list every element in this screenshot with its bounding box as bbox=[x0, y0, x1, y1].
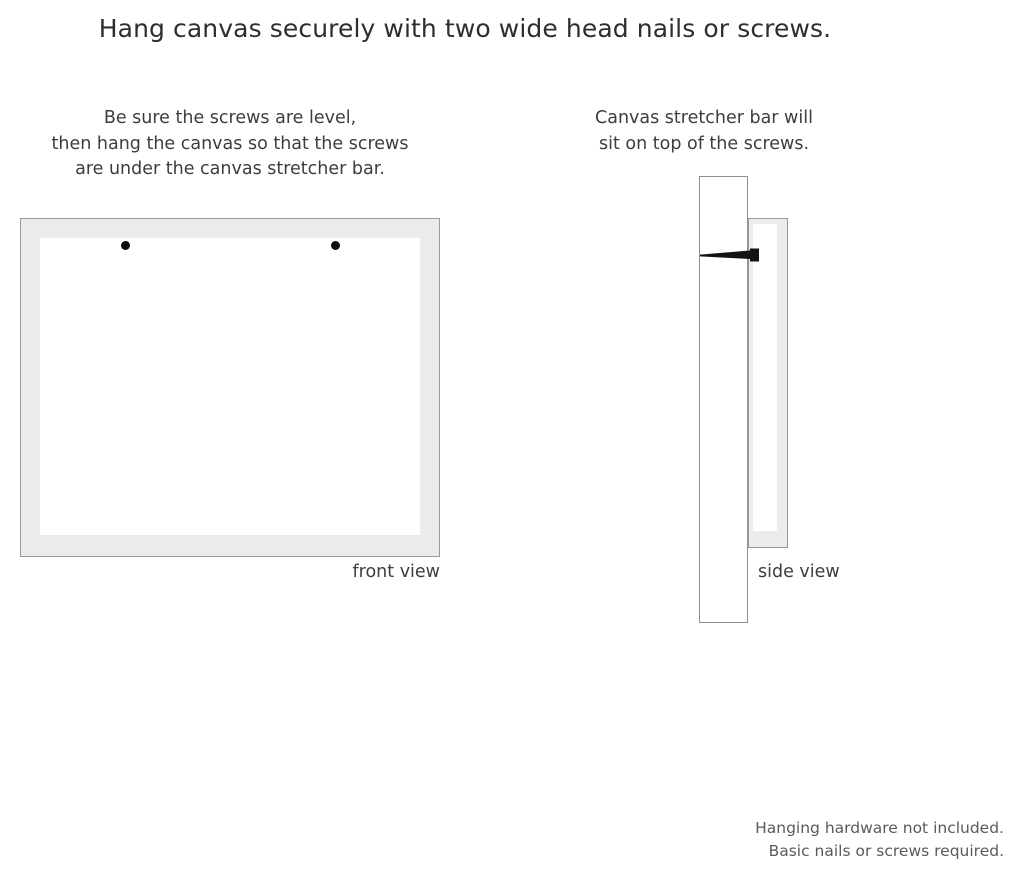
footer-note-line-2: Basic nails or screws required. bbox=[768, 842, 1004, 860]
front-view-caption: Be sure the screws are level, then hang … bbox=[20, 106, 440, 183]
front-view-canvas-frame bbox=[20, 218, 440, 557]
page-title: Hang canvas securely with two wide head … bbox=[98, 14, 832, 43]
side-view-label: side view bbox=[758, 562, 840, 582]
front-view-caption-line-1: Be sure the screws are level, bbox=[103, 108, 357, 128]
side-view-canvas-face bbox=[753, 224, 777, 531]
side-view-caption: Canvas stretcher bar will sit on top of … bbox=[585, 106, 823, 157]
footer-note: Hanging hardware not included. Basic nai… bbox=[755, 817, 1004, 863]
side-view-caption-line-1: Canvas stretcher bar will bbox=[595, 108, 813, 128]
front-view-right-screw-icon bbox=[331, 241, 340, 250]
side-view-wall bbox=[699, 176, 748, 623]
front-view-canvas-face bbox=[40, 238, 420, 535]
front-view-label: front view bbox=[352, 562, 441, 582]
side-view-caption-line-2: sit on top of the screws. bbox=[598, 133, 810, 154]
front-view-caption-line-3: are under the canvas stretcher bar. bbox=[75, 159, 385, 179]
side-view-stretcher-bar bbox=[748, 218, 788, 548]
front-view-left-screw-icon bbox=[121, 241, 130, 250]
front-view-caption-line-2: then hang the canvas so that the screws bbox=[51, 133, 409, 154]
footer-note-line-1: Hanging hardware not included. bbox=[755, 819, 1004, 837]
nail-icon bbox=[700, 244, 762, 266]
